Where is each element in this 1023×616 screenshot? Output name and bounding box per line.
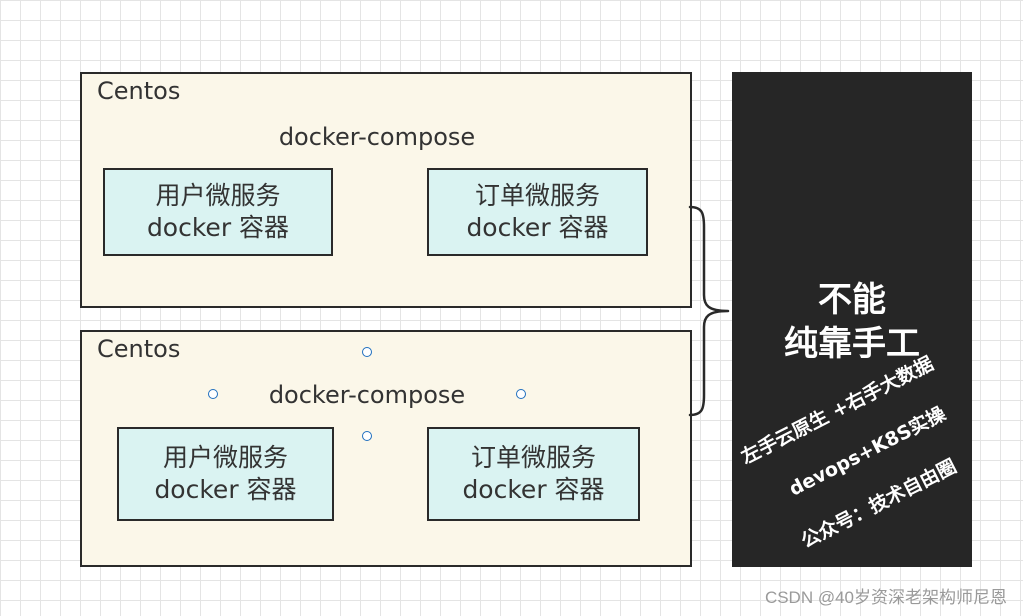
container-order-service[interactable]: 订单微服务 docker 容器: [427, 427, 640, 521]
host-centos-2[interactable]: Centos docker-compose 用户微服务 docker 容器 订单…: [80, 330, 692, 567]
footer-credit: CSDN @40岁资深老架构师尼恩: [764, 588, 1007, 607]
container-title: 用户微服务: [162, 443, 288, 472]
host-label: Centos: [97, 335, 181, 363]
container-title: 订单微服务: [470, 443, 596, 472]
container-title: 用户微服务: [155, 181, 281, 210]
side-title-line1: 不能: [818, 280, 886, 320]
container-order-service[interactable]: 订单微服务 docker 容器: [427, 168, 648, 256]
selection-handle-left[interactable]: [208, 389, 218, 399]
container-subtitle: docker 容器: [462, 475, 605, 504]
container-subtitle: docker 容器: [154, 475, 297, 504]
container-user-service[interactable]: 用户微服务 docker 容器: [117, 427, 334, 521]
host-centos-1[interactable]: Centos docker-compose 用户微服务 docker 容器 订单…: [80, 72, 692, 308]
selection-handle-right[interactable]: [516, 389, 526, 399]
side-title-line2: 纯靠手工: [784, 324, 920, 364]
host-label: Centos: [97, 77, 181, 105]
selection-handle-top[interactable]: [362, 347, 372, 357]
container-subtitle: docker 容器: [466, 213, 609, 242]
selection-handle-bottom[interactable]: [362, 431, 372, 441]
container-title: 订单微服务: [474, 181, 600, 210]
compose-label: docker-compose: [268, 381, 466, 409]
container-subtitle: docker 容器: [146, 213, 290, 242]
container-user-service[interactable]: 用户微服务 docker 容器: [103, 168, 333, 256]
compose-label: docker-compose: [278, 123, 476, 151]
side-panel[interactable]: 不能 纯靠手工 左手云原生 +右手大数据 devops+K8S实操 公众号：技术…: [732, 72, 972, 567]
curly-brace-connector: [688, 205, 730, 417]
